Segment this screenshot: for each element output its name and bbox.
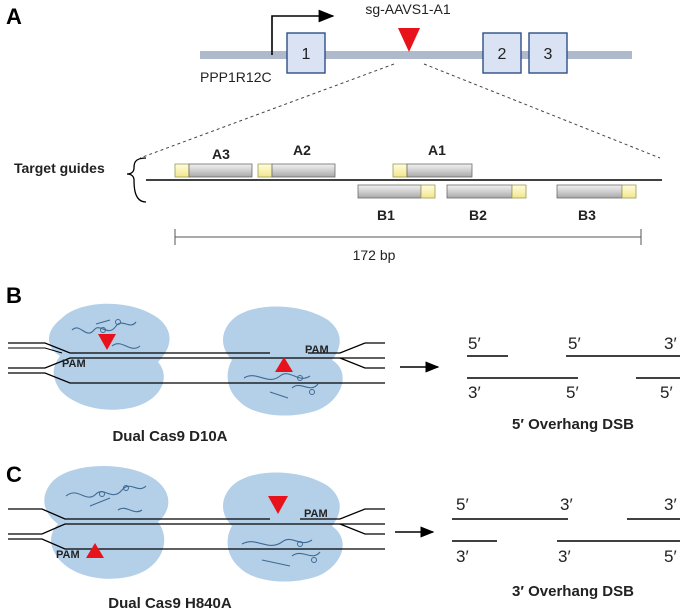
dna-top-strand-b (8, 342, 385, 354)
rna-node-icon (100, 327, 106, 333)
exon-3: 3 (528, 32, 568, 74)
cut-marker-b-top (98, 334, 116, 350)
cas9-blob-c-left (44, 465, 169, 579)
end-label: 5′ (566, 383, 579, 402)
pam-c-top: PAM (304, 508, 328, 520)
end-label: 5′ (660, 383, 673, 402)
end-label: 5′ (456, 495, 469, 514)
dna-fork-b-right (339, 357, 385, 369)
rna-scribble-b-right (243, 373, 319, 399)
overhang-caption-b: 5′ Overhang DSB (512, 416, 634, 433)
exon-3-label: 3 (544, 46, 553, 63)
rna-node-icon (99, 491, 105, 497)
dna-bottom-strand-c (8, 538, 385, 550)
guide-a3: A3 (174, 146, 253, 178)
span-bracket (174, 229, 642, 245)
exon-1-label: 1 (302, 46, 311, 63)
cas9-blob-c-right (223, 472, 343, 582)
guide-b2-label: B2 (469, 207, 487, 223)
end-label: 3′ (468, 383, 481, 402)
dna-bottom-strand-b (8, 372, 385, 384)
guide-b1: B1 (357, 184, 436, 223)
exon-1: 1 (286, 32, 326, 74)
sgrna-label: sg-AAVS1-A1 (365, 1, 451, 17)
dna-top-strand-c (8, 508, 385, 520)
rna-node-icon (309, 389, 315, 395)
rna-scribble-c-left (65, 485, 147, 513)
guide-b3: B3 (556, 184, 637, 223)
guide-a1-label: A1 (428, 142, 446, 158)
guide-b3-label: B3 (578, 207, 596, 223)
chromosome-bar (200, 51, 632, 59)
guide-a3-label: A3 (212, 146, 230, 162)
rna-node-icon (297, 375, 303, 381)
exon-2: 2 (482, 32, 522, 74)
caption-d10a: Dual Cas9 D10A (112, 428, 227, 445)
end-label: 3′ (664, 334, 677, 353)
overhang-caption-c: 3′ Overhang DSB (512, 583, 634, 600)
cut-marker-c-top (268, 496, 288, 514)
tss-arrow (271, 9, 335, 55)
exon-2-label: 2 (498, 46, 507, 63)
rna-node-icon (311, 557, 317, 563)
rna-node-icon (115, 319, 121, 325)
guide-a1: A1 (392, 142, 473, 178)
end-label: 5′ (468, 334, 481, 353)
span-label: 172 bp (353, 247, 396, 263)
dna-fork-b (8, 347, 63, 354)
zoom-line-right (423, 63, 661, 159)
panel-a-letter: A (6, 4, 22, 29)
guide-a2-label: A2 (293, 142, 311, 158)
end-label: 5′ (664, 547, 677, 566)
rna-node-icon (297, 541, 303, 547)
cut-marker-c-bottom (86, 543, 104, 558)
guide-b1-label: B1 (377, 207, 395, 223)
guides-brace (126, 157, 147, 203)
end-label: 3′ (560, 495, 573, 514)
cut-marker-b-bottom (275, 357, 293, 372)
caption-h840a: Dual Cas9 H840A (108, 595, 232, 612)
dna-top-edge-b (8, 357, 385, 369)
pam-c-bottom: PAM (56, 549, 80, 561)
guide-b2: B2 (446, 184, 527, 223)
end-label: 5′ (568, 334, 581, 353)
panel-c-letter: C (6, 462, 22, 487)
dna-fork-c-right (339, 523, 385, 535)
pam-b-bottom: PAM (62, 358, 86, 370)
rna-scribble-b-left (71, 319, 141, 349)
rna-node-icon (123, 485, 129, 491)
panel-b-letter: B (6, 283, 22, 308)
guide-a2: A2 (257, 142, 336, 178)
gene-name: PPP1R12C (200, 69, 272, 85)
dna-top-edge-c (8, 523, 385, 535)
end-label: 3′ (456, 547, 469, 566)
end-label: 3′ (558, 547, 571, 566)
sgrna-cut-marker (398, 28, 420, 52)
target-guides-label: Target guides (14, 160, 105, 176)
pam-b-top: PAM (305, 344, 329, 356)
end-label: 3′ (664, 495, 677, 514)
